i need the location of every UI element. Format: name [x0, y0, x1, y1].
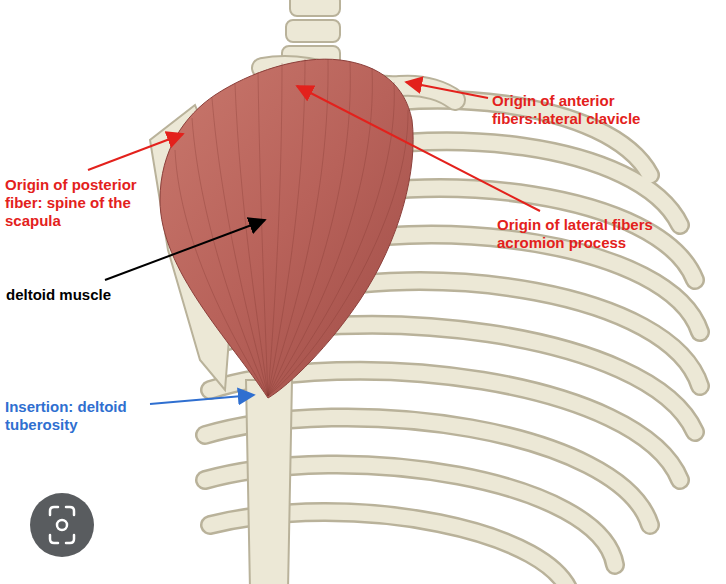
leader-line [88, 134, 183, 170]
icon-circle [30, 493, 94, 557]
origin-label: Origin of anterior fibers:lateral clavic… [492, 92, 652, 128]
leader-lines [88, 82, 540, 404]
insertion-label: Insertion: deltoid tuberosity [5, 398, 145, 434]
fiber-line [268, 82, 394, 396]
muscle-fibers [175, 59, 408, 396]
label-text: Insertion: deltoid tuberosity [5, 398, 127, 433]
muscle-label: deltoid muscle [6, 286, 166, 304]
fiber-line [268, 110, 408, 396]
origin-label: Origin of lateral fibers acromion proces… [497, 216, 677, 252]
fiber-line [175, 150, 268, 396]
icon-glyph [50, 507, 74, 543]
lens-icon [30, 493, 94, 557]
label-text: Origin of anterior fibers:lateral clavic… [492, 92, 640, 127]
fiber-line [192, 118, 268, 396]
leader-line [105, 220, 265, 280]
vertebra [290, 0, 340, 16]
label-text: Origin of lateral fibers acromion proces… [497, 216, 653, 251]
fiber-line [268, 62, 350, 396]
leader-line [150, 395, 254, 404]
fiber-line [268, 59, 305, 396]
deltoid-muscle [160, 59, 413, 398]
fiber-line [258, 72, 268, 396]
fiber-line [268, 63, 282, 396]
label-text: deltoid muscle [6, 286, 111, 303]
origin-label: Origin of posterior fiber: spine of the … [5, 176, 165, 230]
fiber-line [268, 59, 328, 396]
humerus [246, 380, 292, 584]
leader-line [406, 82, 488, 98]
vertebra [286, 20, 340, 42]
label-text: Origin of posterior fiber: spine of the … [5, 176, 137, 229]
icon-glyph [57, 520, 67, 530]
fiber-line [235, 84, 268, 396]
